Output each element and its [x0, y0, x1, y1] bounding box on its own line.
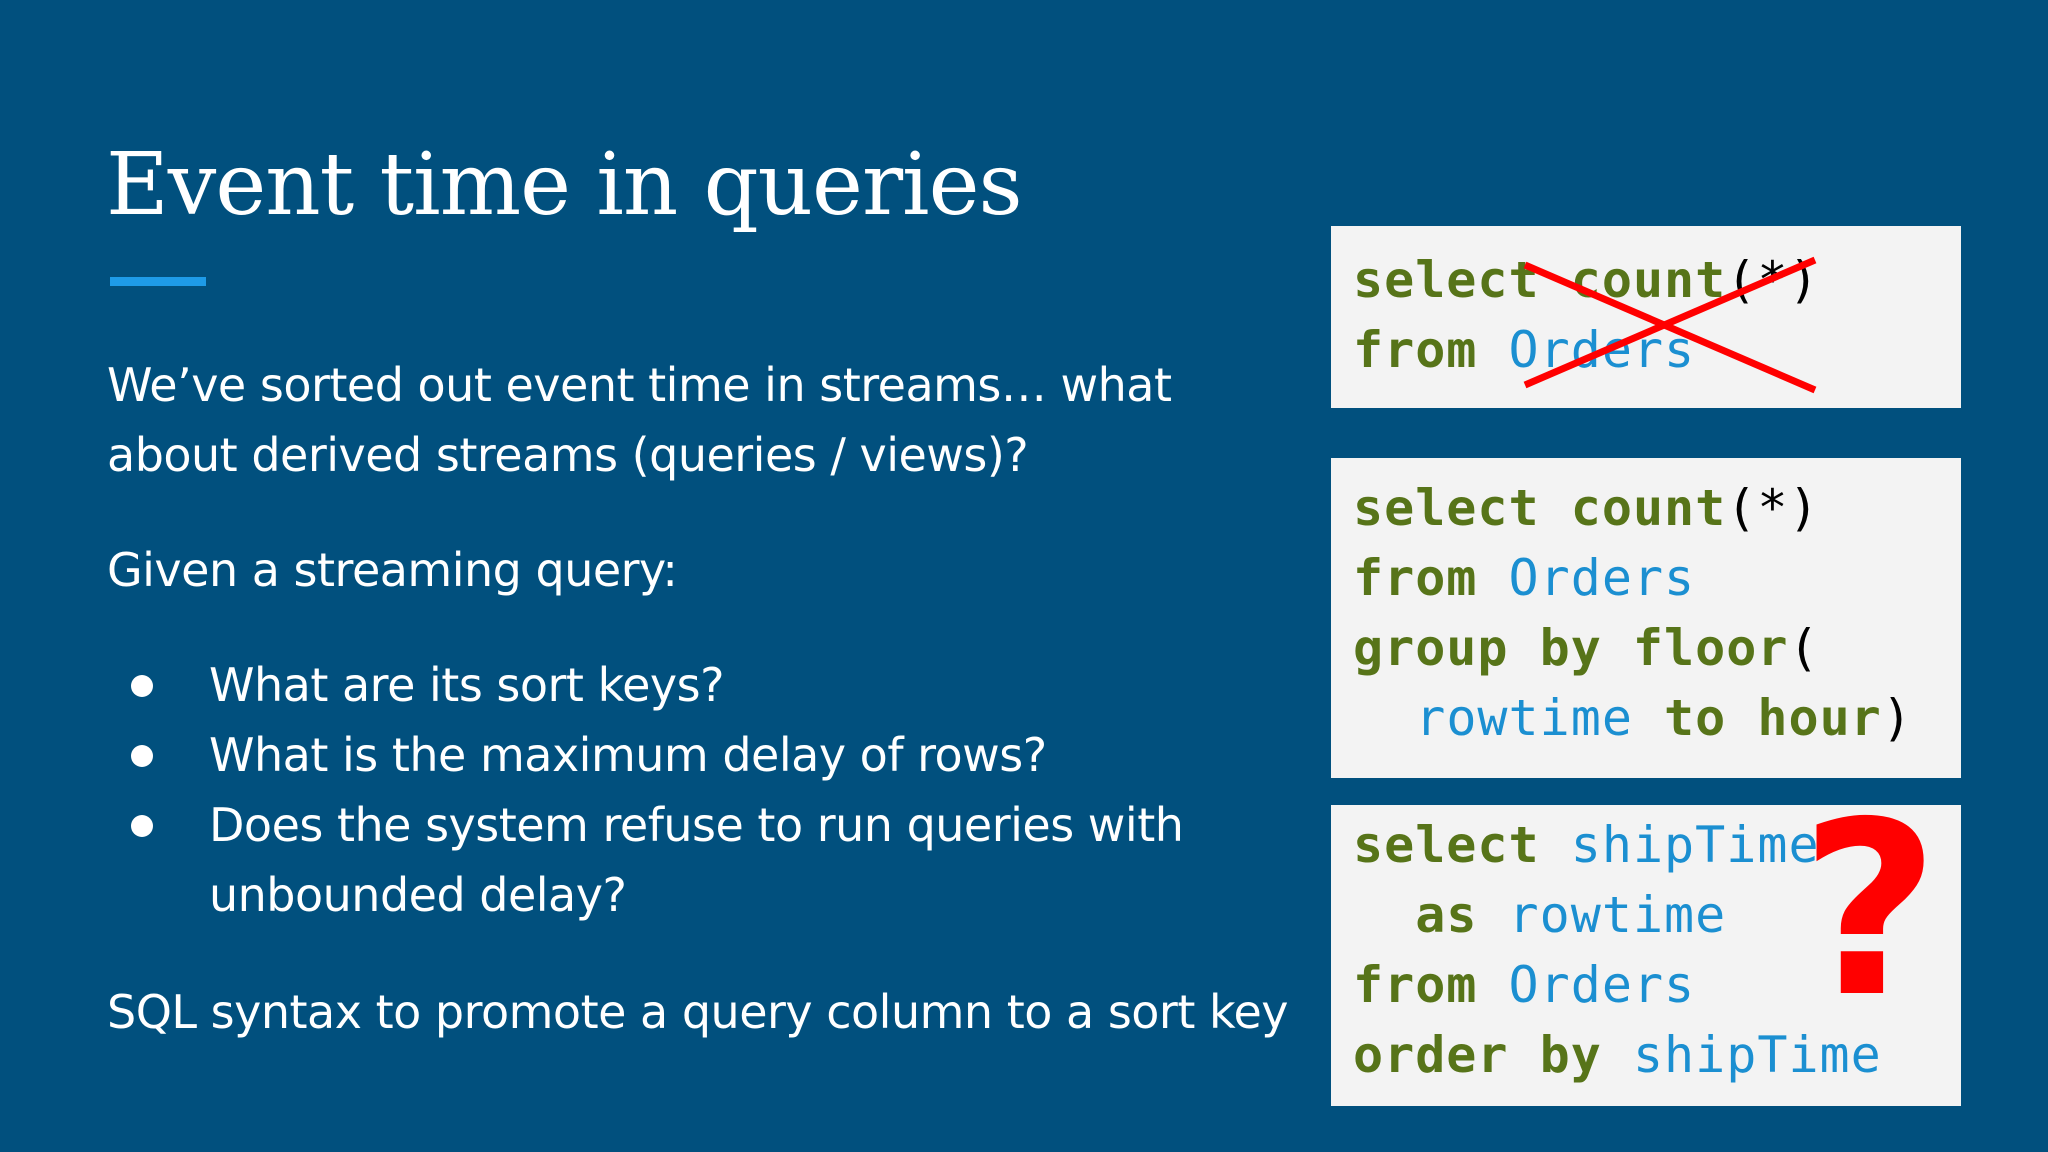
- code-keyword: as: [1415, 886, 1478, 944]
- code-box-group-by: select count(*) from Orders group by flo…: [1331, 458, 1961, 778]
- paragraph-intro-line-1: We’ve sorted out event time in streams… …: [107, 358, 1172, 412]
- code-keyword: order by: [1353, 1026, 1602, 1084]
- bullet-icon: [131, 675, 153, 697]
- bullet-icon: [131, 745, 153, 767]
- code-block: select shipTime as rowtime from Orders o…: [1353, 810, 1882, 1090]
- code-keyword: select: [1353, 816, 1540, 874]
- code-keyword: from: [1353, 956, 1478, 1014]
- paragraph-given: Given a streaming query:: [107, 543, 678, 597]
- code-punctuation: (: [1788, 619, 1820, 677]
- code-identifier: Orders: [1508, 549, 1696, 607]
- code-keyword: from: [1353, 549, 1478, 607]
- code-identifier: rowtime: [1508, 886, 1727, 944]
- code-punctuation: (*): [1726, 479, 1820, 537]
- question-mark-icon: ?: [1800, 770, 1940, 1050]
- title-underline: [110, 277, 206, 286]
- paragraph-sql-syntax: SQL syntax to promote a query column to …: [107, 985, 1289, 1039]
- code-box-order-by: select shipTime as rowtime from Orders o…: [1331, 805, 1961, 1106]
- code-block: select count(*) from Orders group by flo…: [1353, 473, 1913, 753]
- code-identifier: Orders: [1508, 956, 1696, 1014]
- code-keyword: from: [1353, 321, 1478, 379]
- paragraph-intro: We’ve sorted out event time in streams… …: [107, 350, 1172, 490]
- bullet-text: What is the maximum delay of rows?: [209, 728, 1047, 782]
- bullet-text-continuation: unbounded delay?: [209, 868, 627, 922]
- code-punctuation: ): [1881, 689, 1913, 747]
- code-keyword: select: [1353, 251, 1540, 309]
- code-function: count: [1570, 479, 1727, 537]
- code-identifier: shipTime: [1632, 1026, 1882, 1084]
- red-cross-icon: [1523, 256, 1817, 394]
- code-keyword: hour: [1757, 689, 1882, 747]
- code-keyword: group by floor: [1353, 619, 1789, 677]
- code-identifier: rowtime: [1415, 689, 1633, 747]
- paragraph-intro-line-2: about derived streams (queries / views)?: [107, 428, 1029, 482]
- code-keyword: select: [1353, 479, 1540, 537]
- slide-title: Event time in queries: [106, 135, 1023, 235]
- code-box-crossed-out: select count(*) from Orders: [1331, 226, 1961, 408]
- code-identifier: shipTime: [1570, 816, 1820, 874]
- bullet-icon: [131, 815, 153, 837]
- code-keyword: to: [1664, 689, 1727, 747]
- cross-stroke: [1523, 261, 1817, 394]
- bullet-text: What are its sort keys?: [209, 658, 724, 712]
- cross-stroke: [1523, 256, 1817, 389]
- bullet-text: Does the system refuse to run queries wi…: [209, 798, 1184, 852]
